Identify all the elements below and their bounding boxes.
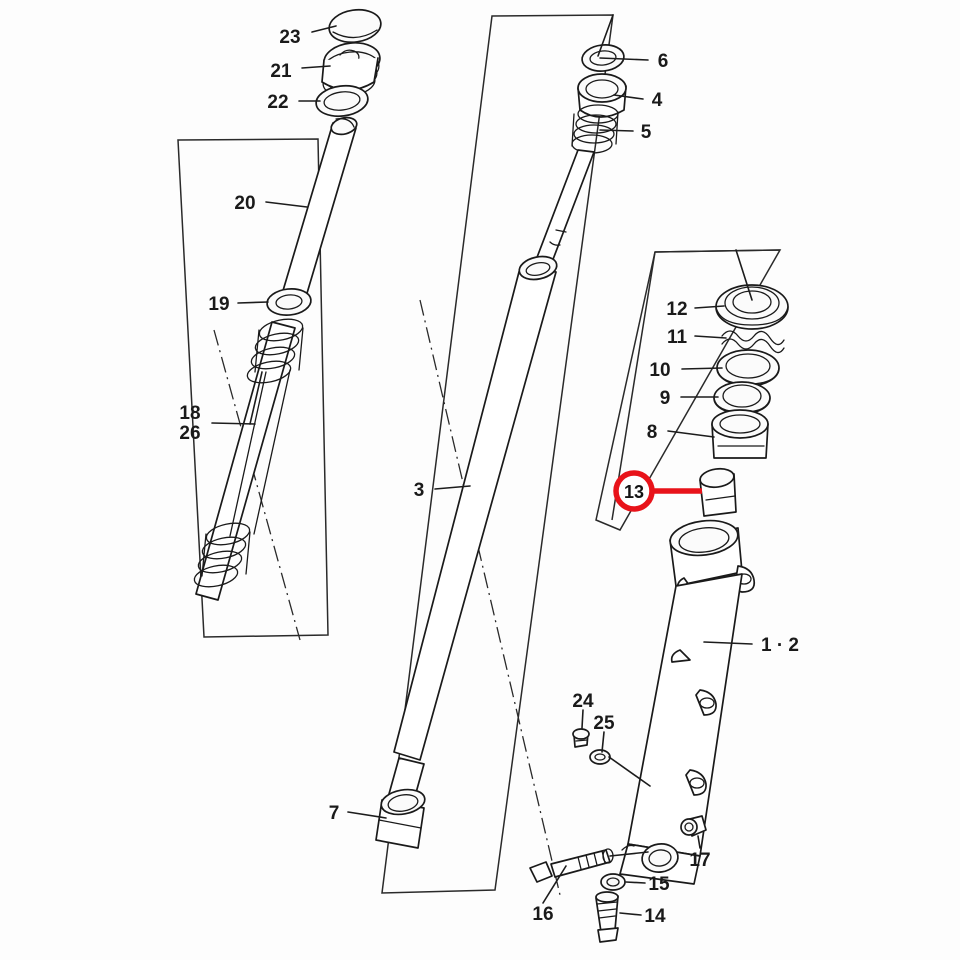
callout-14: 14 [644,906,666,927]
center-assembly-box [381,14,614,894]
part-8-guide-bush [711,409,769,459]
part-23-fork-cap [328,8,382,44]
part-5-piston-rings [571,104,619,154]
part-12-dust-seal [715,284,789,330]
part-19-o-ring [266,288,312,316]
part-18-26-fork-spring [193,318,304,601]
callout-1-2: 1 · 2 [761,635,799,656]
callout-16: 16 [532,904,553,925]
leader-lines [211,14,753,916]
callout-8: 8 [647,422,658,443]
callout-25: 25 [593,713,615,734]
part-13-highlight [613,470,702,512]
callout-20: 20 [234,193,255,214]
part-3-inner-tube [388,149,595,801]
part-7-bush [375,788,426,849]
callout-10: 10 [649,360,670,381]
callout-26: 26 [179,423,200,444]
part-16-axle-pinch-bolt [529,848,614,883]
callout-3: 3 [414,480,425,501]
callout-23: 23 [279,27,300,48]
callout-11: 11 [667,327,688,348]
callout-6: 6 [658,51,669,72]
part-15-gasket-washer [600,873,626,891]
callout-21: 21 [270,61,292,82]
part-21-spacer-stack [321,41,381,97]
callout-22: 22 [267,92,288,113]
callout-4: 4 [652,90,663,111]
callout-24: 24 [572,691,594,712]
callout-5: 5 [641,122,652,143]
callout-18: 18 [179,403,200,424]
part-13-oil-lock-piece [699,467,737,517]
right-assembly-box [595,249,782,531]
part-10-oil-seal [716,349,780,387]
callout-17: 17 [689,850,710,871]
left-assembly-box [177,138,329,638]
callout-13-highlighted: 13 [624,482,644,502]
callout-19: 19 [208,294,229,315]
part-14-drain-bolt [595,891,619,943]
callout-15: 15 [648,874,670,895]
callout-9: 9 [660,388,671,409]
callout-7: 7 [329,803,340,824]
part-17-nut [680,815,707,837]
part-24-screw [572,728,590,748]
part-11-retaining-ring [721,330,785,354]
part-20-spring-seat-tube [281,116,358,301]
part-25-gasket [589,749,611,765]
callout-12: 12 [666,299,687,320]
part-22-washer [315,84,369,118]
part-1-2-outer-tube [619,519,756,885]
center-axis-line [419,299,561,896]
callout-labels: 23 21 22 20 19 18 26 6 4 5 3 7 12 11 10 … [179,27,799,927]
